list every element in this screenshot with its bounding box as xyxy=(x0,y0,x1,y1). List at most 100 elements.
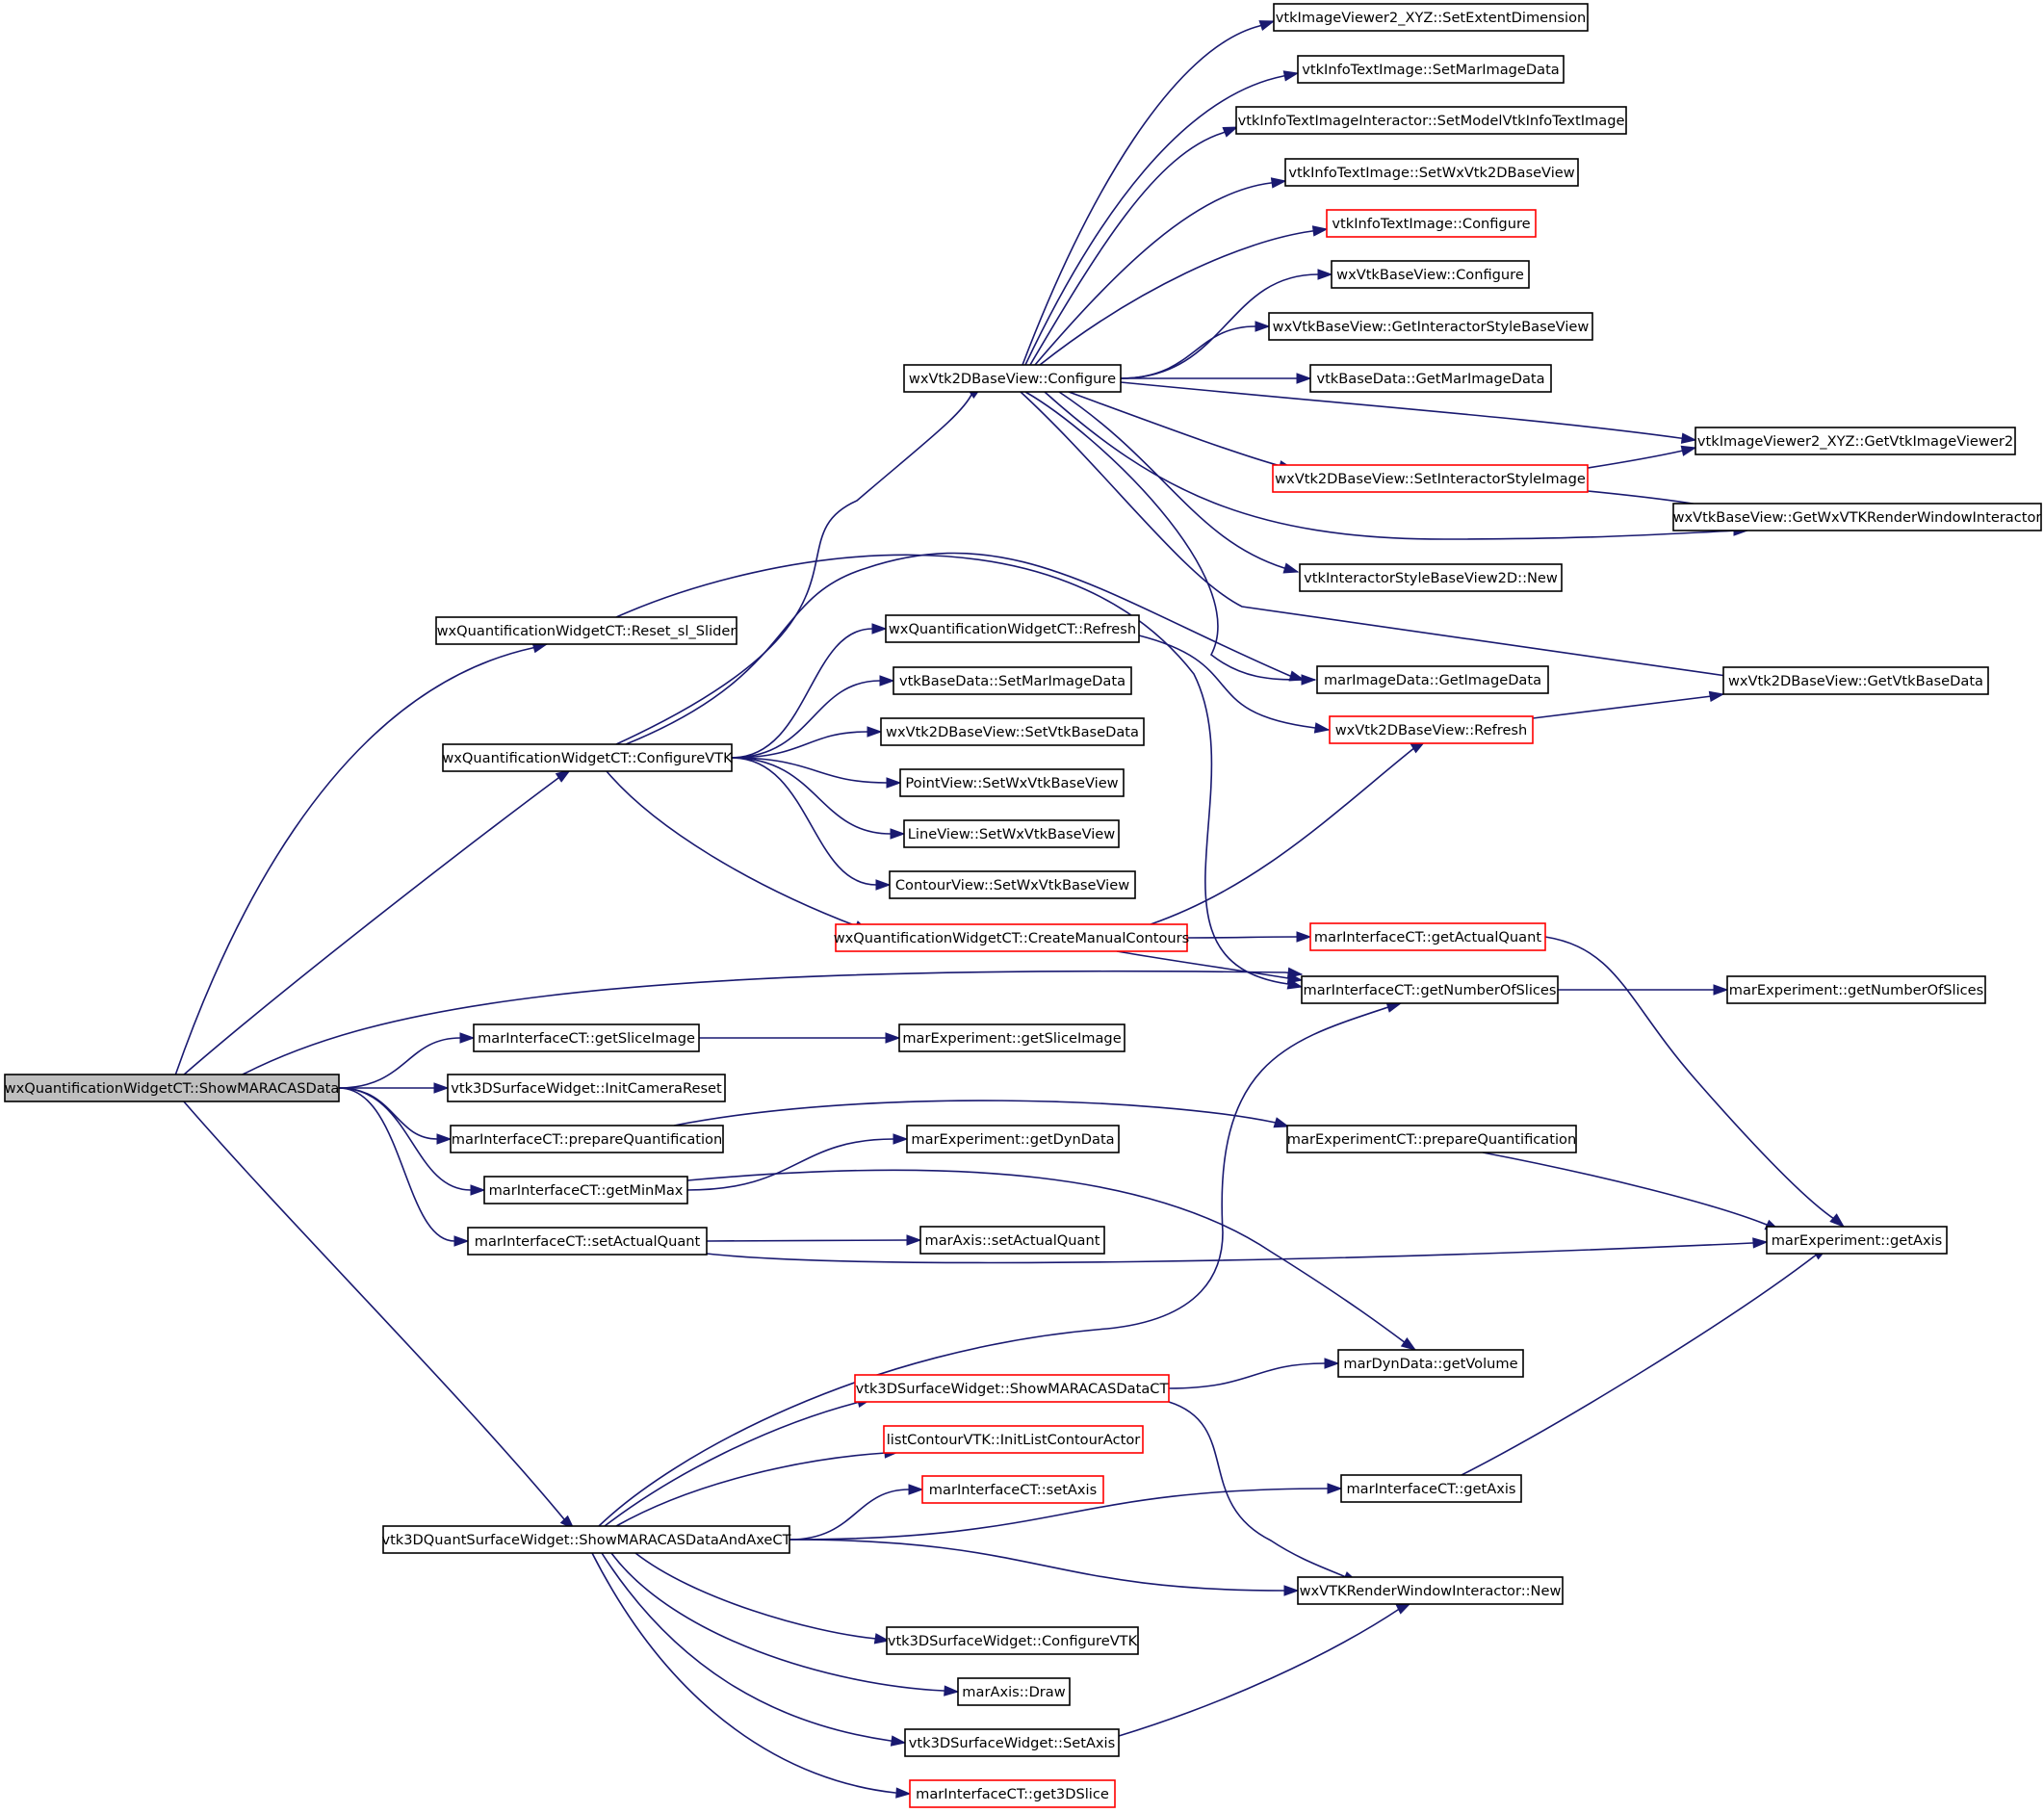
node-wqrefresh[interactable]: wxQuantificationWidgetCT::Refresh xyxy=(885,614,1140,643)
node-megetdyn[interactable]: marExperiment::getDynData xyxy=(906,1125,1120,1153)
node-pointview[interactable]: PointView::SetWxVtkBaseView xyxy=(899,768,1125,797)
arrow-head-icon xyxy=(1273,1117,1290,1128)
arrow-head-icon xyxy=(1296,931,1312,943)
node-getintstyle[interactable]: wxVtkBaseView::GetInteractorStyleBaseVie… xyxy=(1268,312,1593,341)
edge-line xyxy=(731,731,868,759)
node-setactualquant[interactable]: marInterfaceCT::setActualQuant xyxy=(467,1227,708,1256)
node-box xyxy=(886,1626,1139,1655)
node-getminmax[interactable]: marInterfaceCT::getMinMax xyxy=(483,1176,688,1204)
node-label: marInterfaceCT::get3DSlice xyxy=(916,1786,1109,1802)
node-axisdraw[interactable]: marAxis::Draw xyxy=(957,1677,1071,1706)
node-getrwi[interactable]: wxVtkBaseView::GetWxVTKRenderWindowInter… xyxy=(1672,503,2042,531)
node-surfsetaxis[interactable]: vtk3DSurfaceWidget::SetAxis xyxy=(904,1728,1120,1757)
node-megetnum[interactable]: marExperiment::getNumberOfSlices xyxy=(1726,975,1986,1004)
node-surfconfig[interactable]: vtk3DSurfaceWidget::ConfigureVTK xyxy=(886,1626,1139,1655)
arrow-head-icon xyxy=(1286,972,1304,984)
node-iticonfig[interactable]: vtkInfoTextImage::Configure xyxy=(1326,209,1537,238)
arrow-head-icon xyxy=(1296,373,1312,384)
edge-line xyxy=(240,970,1303,1076)
arrow-head-icon xyxy=(459,1032,476,1044)
arrow-head-icon xyxy=(893,1133,909,1145)
node-micgetnum[interactable]: marInterfaceCT::getNumberOfSlices xyxy=(1301,975,1559,1004)
node-reset[interactable]: wxQuantificationWidgetCT::Reset_sl_Slide… xyxy=(435,616,737,645)
node-configvtk[interactable]: wxQuantificationWidgetCT::ConfigureVTK xyxy=(442,743,733,772)
node-createmanual[interactable]: wxQuantificationWidgetCT::CreateManualCo… xyxy=(834,923,1190,952)
edge-configvtk-to-contourview xyxy=(731,757,892,891)
node-label: vtk3DSurfaceWidget::SetAxis xyxy=(909,1735,1115,1751)
node-megetaxis[interactable]: marExperiment::getAxis xyxy=(1766,1226,1948,1255)
node-label: marExperimentCT::prepareQuantification xyxy=(1287,1131,1576,1148)
node-box xyxy=(903,364,1122,393)
node-box xyxy=(1316,665,1549,694)
arrow-head-icon xyxy=(1752,1237,1769,1249)
edge-line xyxy=(598,1002,1402,1527)
edge-createmanual-to-micgetnum xyxy=(1116,950,1304,984)
arrow-head-icon xyxy=(1283,1585,1300,1596)
node-isbvnew[interactable]: vtkInteractorStyleBaseView2D::New xyxy=(1299,563,1563,592)
node-box xyxy=(909,1779,1116,1808)
edge-line xyxy=(706,1241,1768,1264)
node-prepquant[interactable]: marInterfaceCT::prepareQuantification xyxy=(450,1125,724,1153)
node-box xyxy=(893,666,1132,695)
edge-wx2dconfig-to-setintstyleimg xyxy=(1068,391,1295,472)
node-micsetaxis[interactable]: marInterfaceCT::setAxis xyxy=(921,1475,1104,1504)
node-lineview[interactable]: LineView::SetWxVtkBaseView xyxy=(903,819,1120,848)
node-itisetmar[interactable]: vtkInfoTextImage::SetMarImageData xyxy=(1297,55,1565,84)
node-box xyxy=(382,1525,790,1554)
node-box xyxy=(898,1023,1125,1052)
node-box xyxy=(435,616,737,645)
node-itiisetmodel[interactable]: vtkInfoTextImageInteractor::SetModelVtkI… xyxy=(1235,106,1627,135)
node-label: vtkInfoTextImageInteractor::SetModelVtkI… xyxy=(1238,113,1625,129)
node-axissetactual[interactable]: marAxis::setActualQuant xyxy=(919,1226,1105,1255)
node-rwinew[interactable]: wxVTKRenderWindowInteractor::New xyxy=(1297,1576,1564,1605)
node-box xyxy=(906,1125,1120,1153)
edge-line xyxy=(615,1451,899,1527)
edge-configvtk-to-wqrefresh xyxy=(731,623,888,759)
node-getsliceimage[interactable]: marInterfaceCT::getSliceImage xyxy=(473,1023,700,1052)
edge-configvtk-to-createmanual xyxy=(606,770,870,932)
node-megetslice[interactable]: marExperiment::getSliceImage xyxy=(898,1023,1125,1052)
node-box xyxy=(835,923,1188,952)
node-micgetaxis[interactable]: marInterfaceCT::getAxis xyxy=(1340,1474,1522,1503)
node-mddgetvol[interactable]: marDynData::getVolume xyxy=(1337,1349,1524,1378)
node-midgetimage[interactable]: marImageData::GetImageData xyxy=(1316,665,1549,694)
node-mectprep[interactable]: marExperimentCT::prepareQuantification xyxy=(1286,1125,1577,1153)
node-wxbvconfig[interactable]: wxVtkBaseView::Configure xyxy=(1331,260,1530,289)
node-showaxe[interactable]: vtk3DQuantSurfaceWidget::ShowMARACASData… xyxy=(381,1525,791,1554)
node-vbdgetmar[interactable]: vtkBaseData::GetMarImageData xyxy=(1309,364,1552,393)
node-wx2dgetvbd[interactable]: wxVtk2DBaseView::GetVtkBaseData xyxy=(1722,666,1989,695)
node-initcam[interactable]: vtk3DSurfaceWidget::InitCameraReset xyxy=(447,1074,726,1102)
node-setextent[interactable]: vtkImageViewer2_XYZ::SetExtentDimension xyxy=(1273,3,1589,32)
arrow-head-icon xyxy=(1301,674,1317,686)
node-label: vtkImageViewer2_XYZ::SetExtentDimension xyxy=(1276,10,1587,26)
node-showct[interactable]: vtk3DSurfaceWidget::ShowMARACASDataCT xyxy=(854,1374,1170,1403)
node-box xyxy=(1672,503,2042,531)
edge-getminmax-to-megetdyn xyxy=(686,1133,909,1191)
arrow-head-icon xyxy=(436,1133,453,1145)
node-vbdsetmar[interactable]: vtkBaseData::SetMarImageData xyxy=(893,666,1132,695)
node-label: marInterfaceCT::getNumberOfSlices xyxy=(1303,982,1556,998)
node-label: wxQuantificationWidgetCT::CreateManualCo… xyxy=(834,930,1190,946)
edge-configvtk-to-vbdsetmar xyxy=(731,675,895,759)
node-getviewer2[interactable]: vtkImageViewer2_XYZ::GetVtkImageViewer2 xyxy=(1695,427,2016,455)
node-label: marInterfaceCT::getMinMax xyxy=(489,1182,684,1199)
node-label: wxVtkBaseView::GetInteractorStyleBaseVie… xyxy=(1273,319,1590,335)
edge-line xyxy=(1120,325,1256,379)
node-contourview[interactable]: ContourView::SetWxVtkBaseView xyxy=(889,870,1136,899)
arrow-head-icon xyxy=(1317,269,1333,280)
node-itisetwx[interactable]: vtkInfoTextImage::SetWxVtk2DBaseView xyxy=(1284,158,1579,187)
arrow-head-icon xyxy=(1313,722,1331,734)
node-wx2drefresh[interactable]: wxVtk2DBaseView::Refresh xyxy=(1329,715,1534,744)
node-setintstyleimg[interactable]: wxVtk2DBaseView::SetInteractorStyleImage xyxy=(1272,464,1589,493)
node-wx2dconfig[interactable]: wxVtk2DBaseView::Configure xyxy=(903,364,1122,393)
node-get3dslice[interactable]: marInterfaceCT::get3DSlice xyxy=(909,1779,1116,1808)
node-label: marInterfaceCT::prepareQuantification xyxy=(452,1131,722,1148)
edge-line xyxy=(1120,381,1696,441)
node-root[interactable]: wxQuantificationWidgetCT::ShowMARACASDat… xyxy=(4,1074,340,1102)
edge-showaxe-to-showct xyxy=(604,1396,873,1527)
edge-line xyxy=(1587,447,1696,469)
node-micgetactual[interactable]: marInterfaceCT::getActualQuant xyxy=(1309,922,1546,951)
node-wx2dsetvbd[interactable]: wxVtk2DBaseView::SetVtkBaseData xyxy=(880,717,1145,746)
node-initlist[interactable]: listContourVTK::InitListContourActor xyxy=(883,1425,1144,1454)
